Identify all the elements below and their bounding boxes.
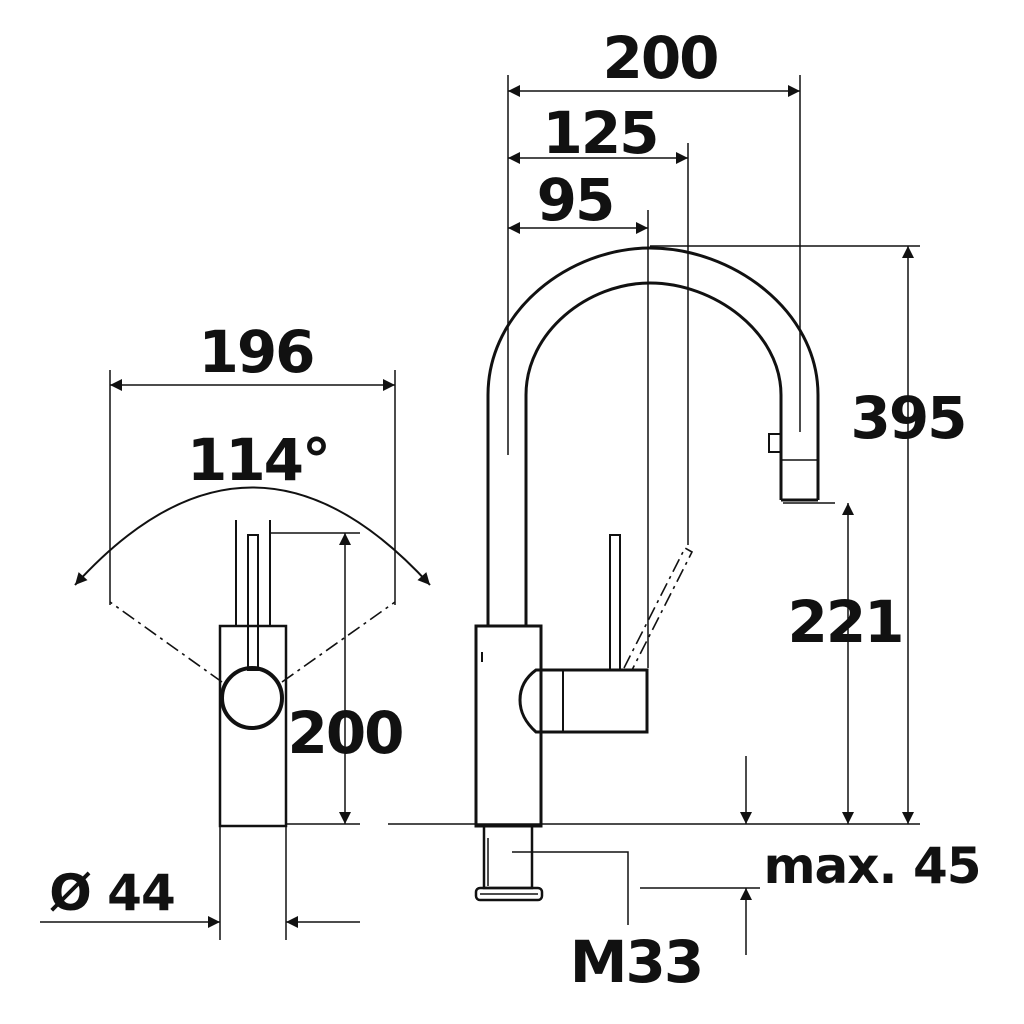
front-lever-alt-position — [623, 546, 694, 671]
front-lever — [609, 534, 621, 671]
spout-inner-contour — [524, 281, 783, 626]
diameter-label: Ø 44 — [49, 864, 175, 922]
thread-leader-line — [512, 851, 629, 925]
shank — [482, 824, 534, 890]
front-dimension-lines — [388, 75, 920, 955]
side-view — [74, 486, 431, 828]
side-width-label: 196 — [198, 318, 315, 386]
front-handle — [539, 668, 649, 734]
lever-reach-label: 125 — [542, 99, 659, 167]
thread-nut — [474, 886, 544, 902]
overall-width-label: 200 — [602, 24, 719, 92]
side-body — [218, 624, 288, 828]
thread-label: M33 — [569, 928, 704, 996]
side-dimension-lines — [40, 370, 396, 940]
side-lever — [247, 534, 259, 671]
total-height-label: 395 — [850, 384, 967, 452]
side-lever-right-position — [281, 601, 396, 683]
side-height-label: 200 — [287, 699, 404, 767]
max-thickness-label: max. 45 — [763, 837, 981, 895]
swivel-angle-label: 114° — [186, 426, 331, 494]
spray-button — [768, 433, 782, 453]
side-handle-knob — [220, 666, 284, 730]
front-view — [474, 246, 835, 902]
side-lever-left-position — [109, 601, 223, 683]
swivel-angle-arc — [74, 486, 431, 586]
spout-inner-label: 95 — [536, 166, 616, 234]
spout-height-label: 221 — [787, 588, 904, 656]
